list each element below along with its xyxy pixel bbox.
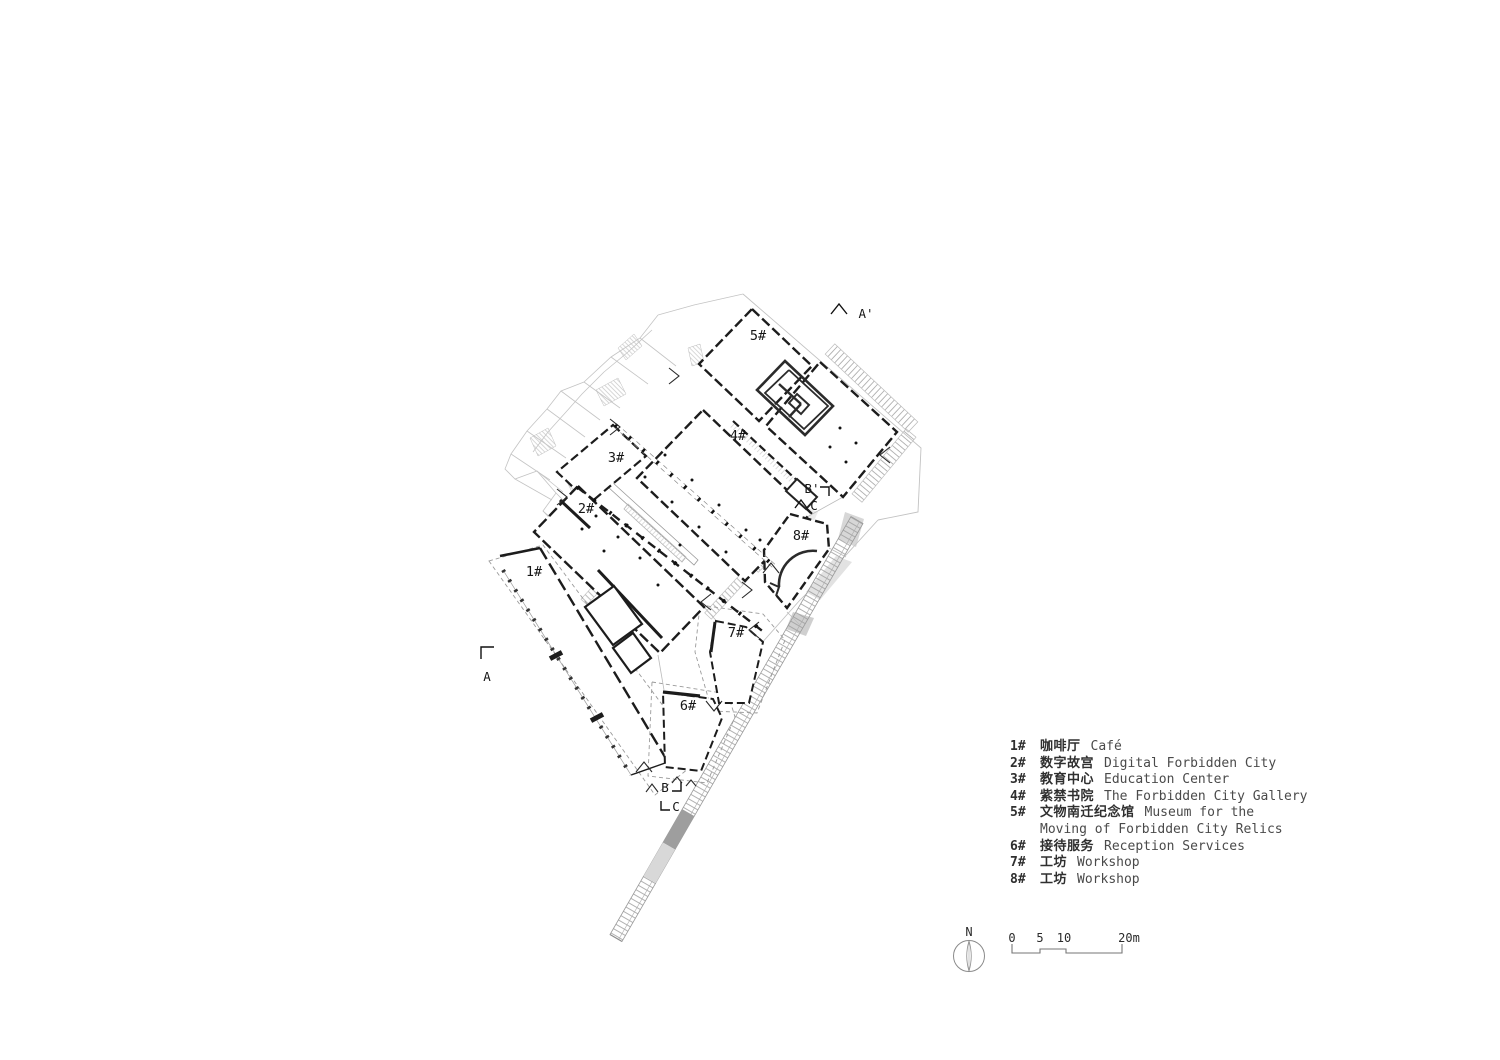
label-section-b-prime: B' xyxy=(804,481,819,496)
legend-name-en: Workshop xyxy=(1077,855,1140,871)
legend-row-8: 8# 工坊 Workshop xyxy=(1010,872,1308,889)
legend-row-5-cont: Moving of Forbidden City Relics xyxy=(1010,822,1308,839)
legend-name-zh: 工坊 xyxy=(1040,855,1068,871)
label-section-b: B xyxy=(661,780,669,795)
legend-num: 8# xyxy=(1010,871,1026,887)
label-building-5: 5# xyxy=(750,328,767,344)
legend-name-en: Digital Forbidden City xyxy=(1104,755,1277,771)
section-b-prime-glyph xyxy=(820,486,830,496)
label-building-8: 8# xyxy=(793,528,810,544)
north-label: N xyxy=(965,925,972,939)
colonnade-corridors xyxy=(575,423,777,635)
legend-name-en: Reception Services xyxy=(1104,838,1245,854)
legend-num: 2# xyxy=(1010,755,1026,771)
legend-row-4: 4# 紫禁书院 The Forbidden City Gallery xyxy=(1010,789,1308,806)
label-building-6: 6# xyxy=(680,698,697,714)
scale-tick-10: 10 xyxy=(1057,931,1071,945)
section-a-prime-glyph xyxy=(830,302,848,315)
label-building-1: 1# xyxy=(526,564,543,580)
section-b-glyph xyxy=(672,782,682,792)
label-section-c-lower: C xyxy=(672,799,680,814)
label-building-7: 7# xyxy=(728,625,745,641)
legend-name-zh: 文物南迁纪念馆 xyxy=(1040,805,1135,821)
building-8 xyxy=(762,512,831,610)
colonnade-guide xyxy=(502,569,632,776)
legend-name-zh: 数字故宫 xyxy=(1040,755,1095,771)
scale-tick-0: 0 xyxy=(1008,931,1015,945)
building-2 xyxy=(532,484,706,655)
entrance-arrows xyxy=(556,367,891,793)
label-building-2: 2# xyxy=(578,501,595,517)
plan-labels: 1# 2# 3# 4# 5# 6# 7# 8# A' A B' C B C xyxy=(483,306,873,814)
relic-courtyard xyxy=(755,359,835,437)
legend-row-3: 3# 教育中心 Education Center xyxy=(1010,772,1308,789)
legend-num: 6# xyxy=(1010,838,1026,854)
building-7 xyxy=(708,619,765,704)
column-dots xyxy=(580,426,858,587)
legend-name-zh: 紫禁书院 xyxy=(1040,788,1095,804)
legend-name-zh: 教育中心 xyxy=(1040,772,1095,788)
north-arrow: N xyxy=(953,925,985,973)
section-markers xyxy=(480,302,848,811)
label-section-a: A xyxy=(483,669,491,684)
section-c-upper-glyph xyxy=(794,498,808,509)
curved-wall xyxy=(777,549,818,588)
legend-num: 1# xyxy=(1010,739,1026,754)
colonnade-b-wall xyxy=(576,486,766,634)
ramp-landing-light xyxy=(643,842,676,883)
legend-name-zh: 咖啡厅 xyxy=(1040,739,1081,754)
legend-row-5: 5# 文物南迁纪念馆 Museum for the xyxy=(1010,805,1308,822)
legend-name-en: Moving of Forbidden City Relics xyxy=(1040,821,1283,837)
legend-name-en: The Forbidden City Gallery xyxy=(1104,788,1308,804)
building-4 xyxy=(635,408,813,583)
building-3 xyxy=(555,423,648,505)
legend-row-1: 1# 咖啡厅 Café xyxy=(1010,739,1308,756)
ramp-landing-dark xyxy=(662,809,695,850)
legend-name-zh: 工坊 xyxy=(1040,871,1068,887)
legend-num: 5# xyxy=(1010,805,1026,821)
legend-name-zh: 接待服务 xyxy=(1040,838,1095,854)
label-building-4: 4# xyxy=(730,428,747,444)
legend-num: 7# xyxy=(1010,855,1026,871)
building-6 xyxy=(661,690,724,773)
legend-row-6: 6# 接待服务 Reception Services xyxy=(1010,839,1308,856)
label-section-a-prime: A' xyxy=(858,306,873,321)
label-building-3: 3# xyxy=(608,450,625,466)
legend-row-2: 2# 数字故宫 Digital Forbidden City xyxy=(1010,756,1308,773)
legend-name-en: Education Center xyxy=(1104,772,1230,788)
legend-name-en: Workshop xyxy=(1077,871,1140,887)
scale-tick-20m: 20m xyxy=(1118,931,1140,945)
legend-num: 3# xyxy=(1010,772,1026,788)
label-section-c-upper: C xyxy=(810,498,818,513)
scale-tick-5: 5 xyxy=(1036,931,1043,945)
legend-num: 4# xyxy=(1010,788,1026,804)
legend-row-7: 7# 工坊 Workshop xyxy=(1010,855,1308,872)
long-ramp xyxy=(609,515,864,943)
section-c-lower-glyph xyxy=(660,801,670,811)
legend-name-en: Café xyxy=(1090,739,1122,754)
section-a-glyph xyxy=(480,646,494,659)
section-room-box xyxy=(784,477,819,511)
legend: 1# 咖啡厅 Café 2# 数字故宫 Digital Forbidden City 3… xyxy=(1010,739,1308,888)
scale-bar: 0 5 10 20m xyxy=(1008,931,1140,954)
legend-name-en: Museum for the xyxy=(1144,805,1255,821)
building-1 xyxy=(499,546,670,777)
